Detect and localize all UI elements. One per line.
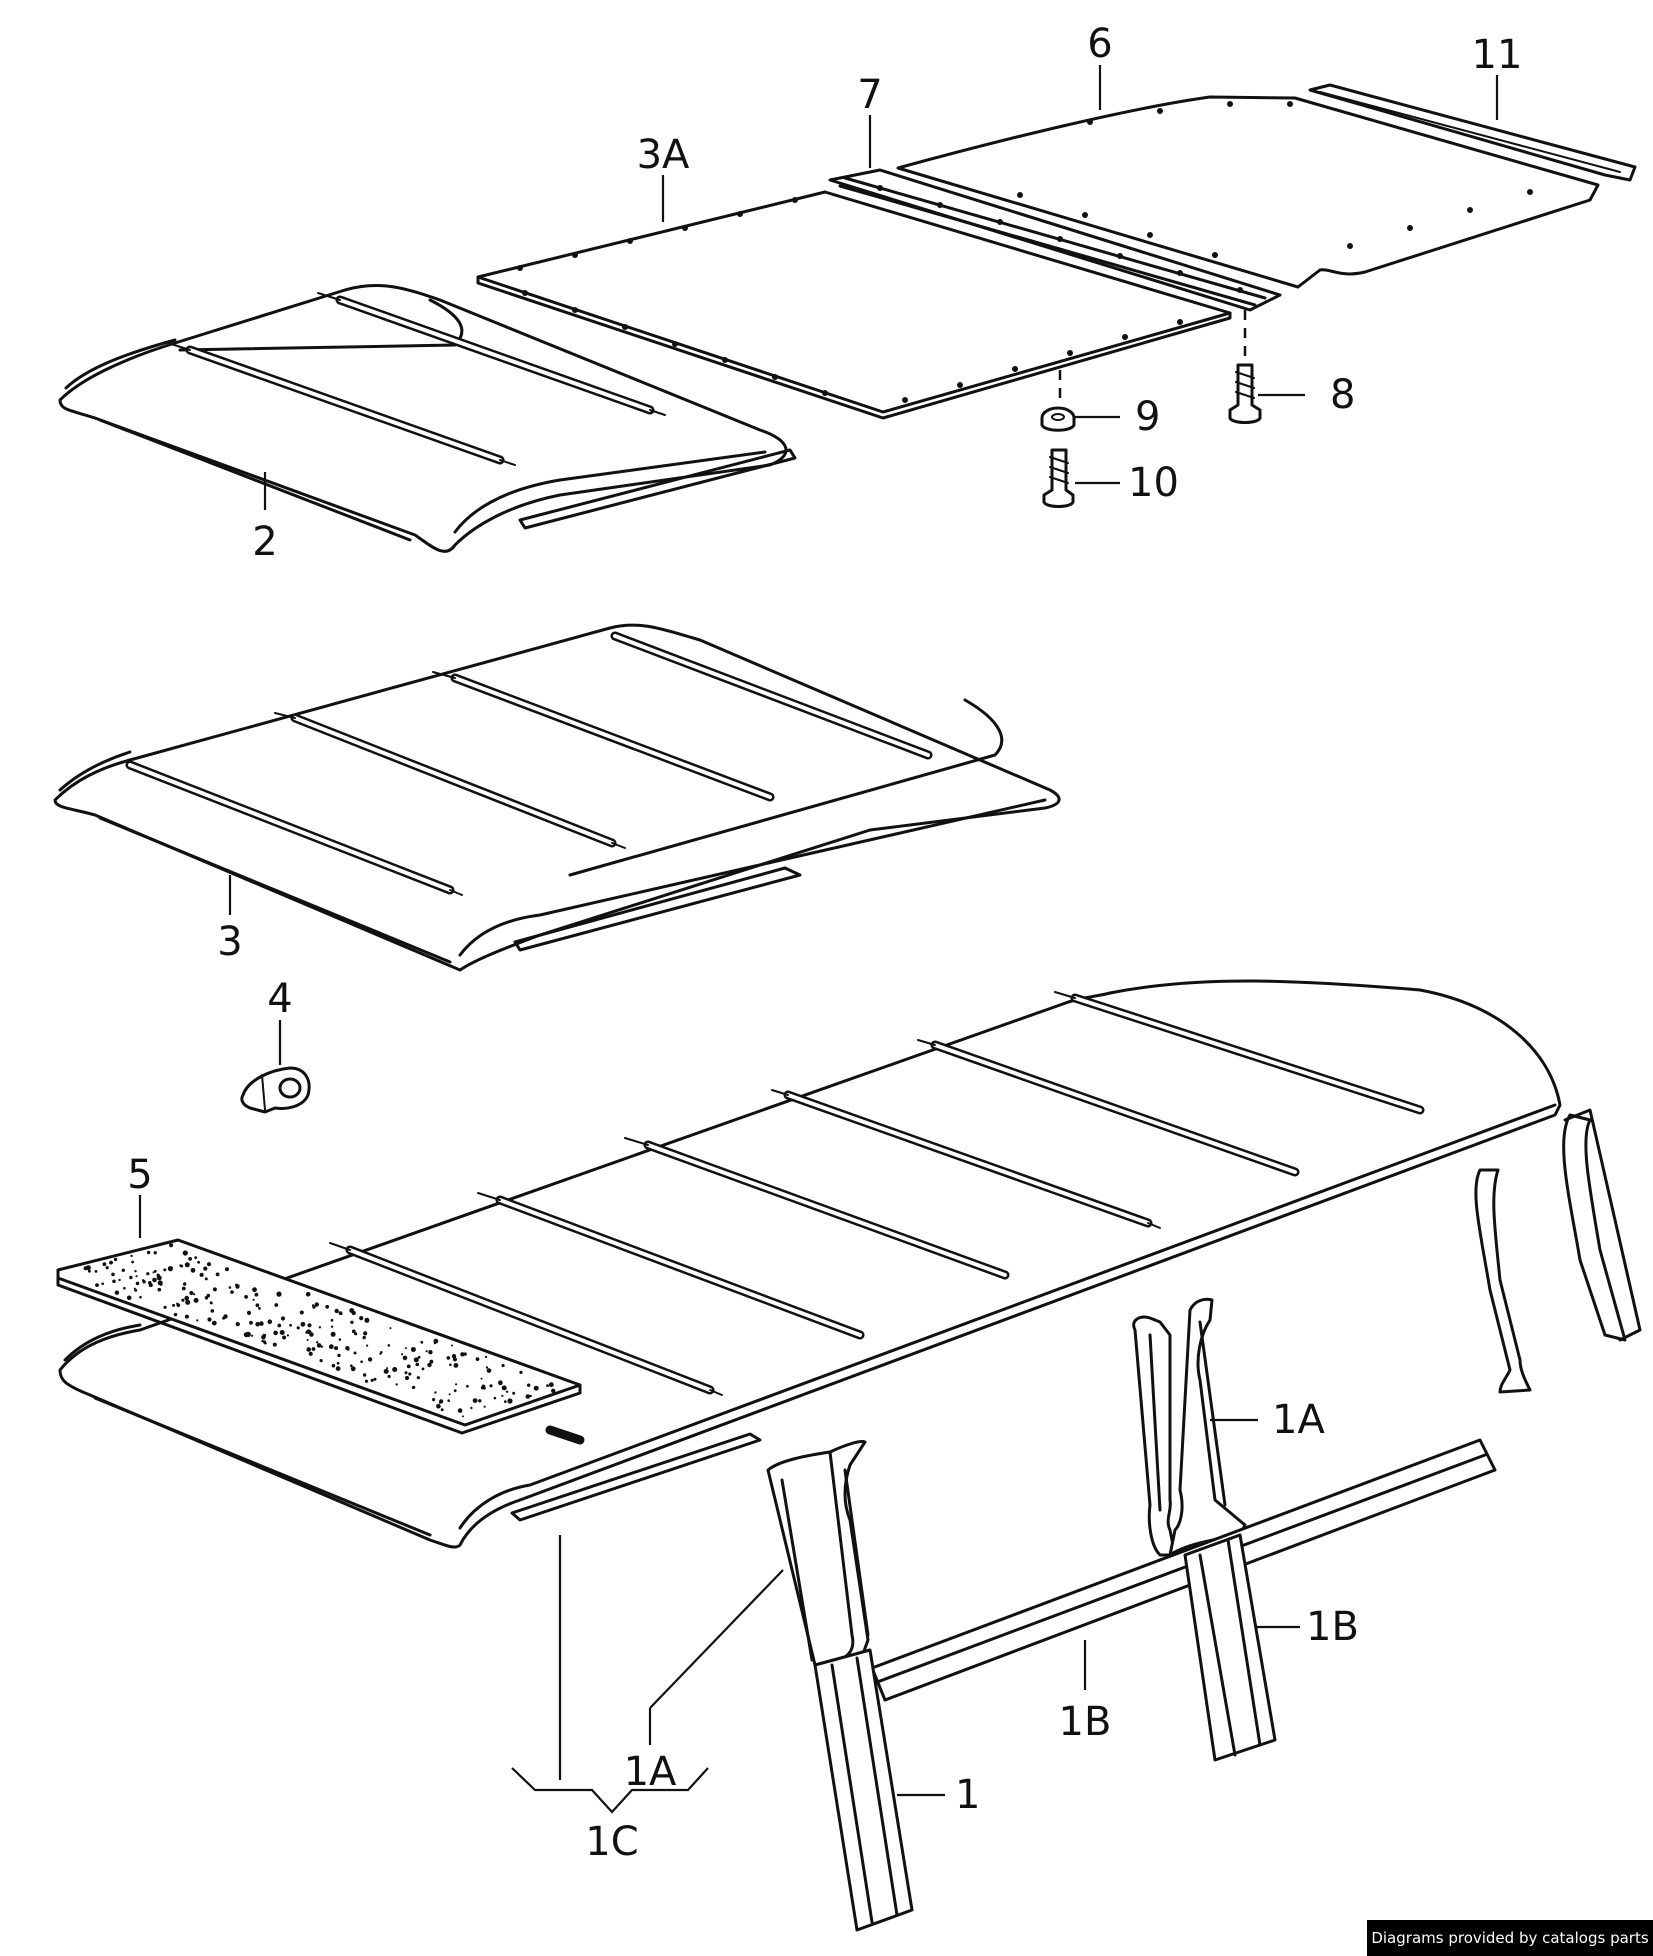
part-11-strip [1308, 83, 1637, 182]
label-3a: 3A [637, 132, 690, 178]
label-4: 4 [267, 976, 292, 1022]
credit-banner: Diagrams provided by catalogs parts [1367, 1920, 1653, 1956]
part-1-pillar-lower [813, 1648, 914, 1932]
part-4-clip [240, 1066, 311, 1114]
label-1: 1 [955, 1772, 980, 1818]
label-1b-right: 1B [1306, 1604, 1359, 1650]
label-1c: 1C [585, 1819, 638, 1865]
part-3-headliner-medium [53, 623, 1061, 972]
part-10-screw [1042, 448, 1075, 508]
leader-lines [138, 65, 1499, 1814]
label-8: 8 [1330, 372, 1355, 418]
part-1b-pillar [1183, 1533, 1277, 1762]
part-1b-rail [870, 1438, 1497, 1702]
label-1b-mid: 1B [1059, 1699, 1112, 1745]
part-1a-pillar-mid [1132, 1297, 1247, 1557]
label-2: 2 [252, 519, 277, 565]
part-8-screw [1228, 310, 1262, 424]
part-5-insulation-pad [56, 1238, 582, 1435]
label-11: 11 [1472, 32, 1523, 78]
label-10: 10 [1128, 460, 1179, 506]
label-6: 6 [1087, 21, 1112, 67]
callout-labels: 6 11 7 3A 8 9 10 2 3 4 5 1A 1B 1B 1 1A 1… [127, 21, 1522, 1865]
part-9-washer [1040, 370, 1076, 432]
part-3a-panel [476, 190, 1232, 420]
label-9: 9 [1135, 394, 1160, 440]
label-3: 3 [217, 919, 242, 965]
label-1a-mid: 1A [1272, 1397, 1325, 1443]
part-1a-pillar-front [766, 1440, 870, 1667]
part-2-headliner-short [58, 283, 797, 553]
label-1a-bottom: 1A [624, 1749, 677, 1795]
label-7: 7 [857, 72, 882, 118]
part-7-strip [828, 168, 1282, 312]
part-6-panel [896, 95, 1600, 289]
label-5: 5 [127, 1152, 152, 1198]
